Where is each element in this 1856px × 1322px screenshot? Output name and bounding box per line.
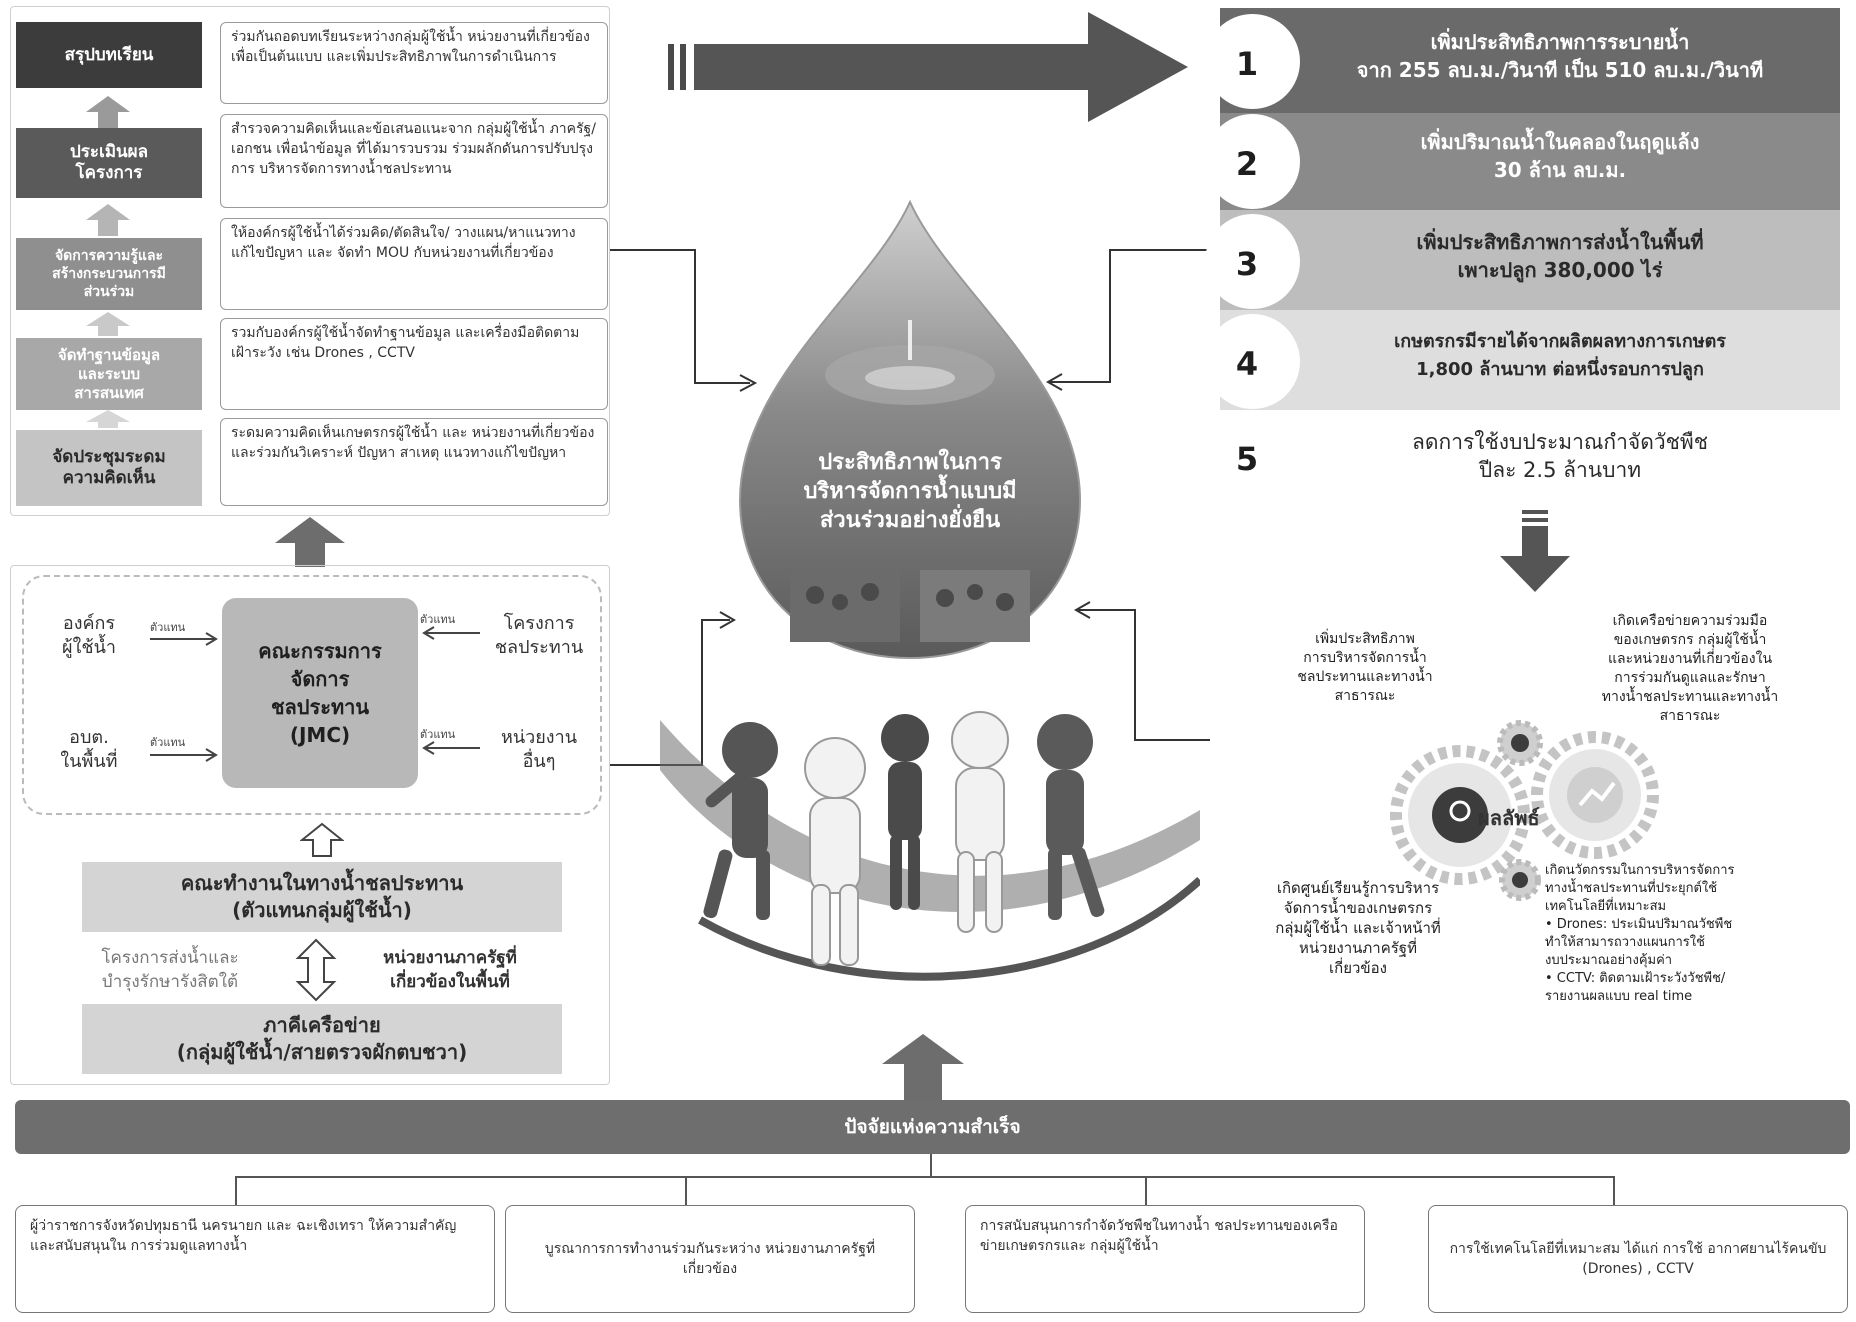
outcome-learning-center: เกิดศูนย์เรียนรู้การบริหาร จัดการน้ำของเ… xyxy=(1275,879,1441,977)
people-figures xyxy=(660,711,1200,981)
up-arrow-icon xyxy=(882,1034,964,1100)
representative-label: ตัวแทน xyxy=(420,728,456,741)
network-partners-box: ภาคีเครือข่าย (กลุ่มผู้ใช้น้ำ/สายตรวจผัก… xyxy=(82,1004,562,1074)
arrow-right-icon xyxy=(150,748,218,762)
success-factors-title: ปัจจัยแห่งความสำเร็จ xyxy=(844,1116,1021,1138)
water-drop xyxy=(738,200,1082,660)
down-arrow-icon xyxy=(1500,510,1570,592)
representative-label: ตัวแทน xyxy=(150,621,186,634)
result-row-2 xyxy=(1220,113,1840,218)
tree-line xyxy=(930,1154,932,1176)
rangsit-project-text: โครงการส่งน้ำและ บำรุงรักษารังสิตใต้ xyxy=(101,948,239,992)
success-factor-technology: การใช้เทคโนโลยีที่เหมาะสม ได้แก่ การใช้ … xyxy=(1428,1205,1848,1313)
tree-line xyxy=(1145,1176,1147,1205)
step-lessons-learned: สรุปบทเรียน xyxy=(16,22,202,88)
jmc-panel xyxy=(10,565,610,1085)
success-factor-weed-removal: การสนับสนุนการกำจัดวัชพืชในทางน้ำ ชลประท… xyxy=(965,1205,1365,1313)
outcome-efficiency: เพิ่มประสิทธิภาพ การบริหารจัดการน้ำ ชลปร… xyxy=(1297,631,1433,704)
up-arrow-icon xyxy=(86,410,130,428)
rangsit-project-label: โครงการส่งน้ำและ บำรุงรักษารังสิตใต้ xyxy=(60,940,280,1000)
number-circle xyxy=(1205,14,1300,109)
tree-line xyxy=(235,1176,237,1205)
tree-line xyxy=(235,1176,1615,1178)
local-admin-org-label: อบต. ในพื้นที่ xyxy=(60,727,118,772)
representative-label: ตัวแทน xyxy=(420,613,456,626)
number-circle xyxy=(1205,114,1300,209)
result-number: 3 xyxy=(1235,245,1259,283)
number-circle xyxy=(1205,214,1300,309)
up-arrow-icon xyxy=(86,204,130,236)
local-gov-agencies-label: หน่วยงานภาครัฐที่ เกี่ยวข้องในพื้นที่ xyxy=(340,940,560,1000)
other-agencies-label: หน่วยงาน อื่นๆ xyxy=(500,727,578,772)
jmc-committee-box: คณะกรรมการ จัดการ ชลประทาน (JMC) xyxy=(222,598,418,788)
arrow-left-icon xyxy=(422,741,480,755)
result-text: เกษตรกรมีรายได้จากผลิตผลทางการเกษตร 1,80… xyxy=(1394,331,1726,380)
working-group-box: คณะทำงานในทางน้ำชลประทาน (ตัวแทนกลุ่มผู้… xyxy=(82,862,562,932)
double-arrow-icon xyxy=(295,938,337,1002)
result-number: 5 xyxy=(1235,440,1259,478)
step-description: ร่วมกันถอดบทเรียนระหว่างกลุ่มผู้ใช้น้ำ ห… xyxy=(220,22,608,104)
drop-title: ประสิทธิภาพในการ บริหารจัดการน้ำแบบมี ส่… xyxy=(803,450,1017,533)
irrigation-project-label: โครงการ ชลประทาน xyxy=(494,613,584,658)
up-arrow-icon xyxy=(86,312,130,336)
result-row-4 xyxy=(1220,310,1840,415)
result-row-5 xyxy=(1220,410,1840,515)
result-number: 1 xyxy=(1235,45,1259,83)
gears-graphic xyxy=(1390,720,1659,901)
water-user-org-label: องค์กร ผู้ใช้น้ำ xyxy=(62,613,116,658)
outcome-network: เกิดเครือข่ายความร่วมมือ ของเกษตรกร กลุ่… xyxy=(1601,613,1779,724)
result-number: 4 xyxy=(1235,345,1259,383)
step-database-info-system: จัดทำฐานข้อมูล และระบบ สารสนเทศ xyxy=(16,338,202,410)
arrow-left-icon xyxy=(422,626,480,640)
jmc-network-frame xyxy=(22,575,602,815)
step-knowledge-participation: จัดการความรู้และ สร้างกระบวนการมี ส่วนร่… xyxy=(16,238,202,310)
hollow-up-arrow-icon xyxy=(300,822,344,857)
jmc-label: คณะกรรมการ จัดการ ชลประทาน (JMC) xyxy=(258,639,382,747)
result-row-1 xyxy=(1220,8,1840,113)
representative-label: ตัวแทน xyxy=(150,736,186,749)
step-label: จัดการความรู้และ สร้างกระบวนการมี ส่วนร่… xyxy=(52,248,166,300)
step-description: สำรวจความคิดเห็นและข้อเสนอแนะจาก กลุ่มผู… xyxy=(220,114,608,208)
big-right-arrow xyxy=(668,12,1188,122)
tree-line xyxy=(685,1176,687,1205)
tree-line xyxy=(1613,1176,1615,1205)
step-label: จัดทำฐานข้อมูล และระบบ สารสนเทศ xyxy=(57,345,161,402)
step-label: จัดประชุมระดม ความคิดเห็น xyxy=(52,447,166,488)
result-text: ลดการใช้งบประมาณกำจัดวัชพืช ปีละ 2.5 ล้า… xyxy=(1412,430,1708,482)
connector-lines xyxy=(610,249,1210,766)
outcome-label: ผลลัพธ์ xyxy=(1478,806,1540,830)
result-text: เพิ่มประสิทธิภาพการส่งน้ำในพื้นที่ เพาะป… xyxy=(1416,230,1704,282)
working-group-label: คณะทำงานในทางน้ำชลประทาน (ตัวแทนกลุ่มผู้… xyxy=(180,871,464,922)
step-description: ระดมความคิดเห็นเกษตรกรผู้ใช้น้ำ และ หน่ว… xyxy=(220,418,608,506)
step-project-evaluation: ประเมินผล โครงการ xyxy=(16,128,202,198)
success-factor-integration: บูรณาการการทำงานร่วมกันระหว่าง หน่วยงานภ… xyxy=(505,1205,915,1313)
number-circle xyxy=(1205,314,1300,409)
step-brainstorm-meeting: จัดประชุมระดม ความคิดเห็น xyxy=(16,430,202,506)
local-gov-agencies-text: หน่วยงานภาครัฐที่ เกี่ยวข้องในพื้นที่ xyxy=(383,948,517,992)
result-text: เพิ่มปริมาณน้ำในคลองในฤดูแล้ง 30 ล้าน ลบ… xyxy=(1420,130,1700,182)
success-factor-governors: ผู้ว่าราชการจังหวัดปทุมธานี นครนายก และ … xyxy=(15,1205,495,1313)
process-steps-panel xyxy=(10,6,610,516)
step-description: ให้องค์กรผู้ใช้น้ำได้ร่วมคิด/ตัดสินใจ/ ว… xyxy=(220,218,608,310)
up-arrow-icon xyxy=(275,517,345,567)
outcome-innovation: เกิดนวัตกรรมในการบริหารจัดการ ทางน้ำชลปร… xyxy=(1545,863,1735,1004)
result-number: 2 xyxy=(1235,145,1259,183)
step-description: รวมกับองค์กรผู้ใช้น้ำจัดทำฐานข้อมูล และเ… xyxy=(220,318,608,410)
arrow-right-icon xyxy=(150,632,218,646)
result-text: เพิ่มประสิทธิภาพการระบายน้ำ จาก 255 ลบ.ม… xyxy=(1356,30,1764,82)
step-label: ประเมินผล โครงการ xyxy=(69,142,149,183)
result-row-3 xyxy=(1220,210,1840,315)
step-label: สรุปบทเรียน xyxy=(64,44,154,65)
success-factors-bar: ปัจจัยแห่งความสำเร็จ xyxy=(15,1100,1850,1154)
network-partners-label: ภาคีเครือข่าย (กลุ่มผู้ใช้น้ำ/สายตรวจผัก… xyxy=(176,1013,468,1064)
up-arrow-icon xyxy=(86,96,130,128)
